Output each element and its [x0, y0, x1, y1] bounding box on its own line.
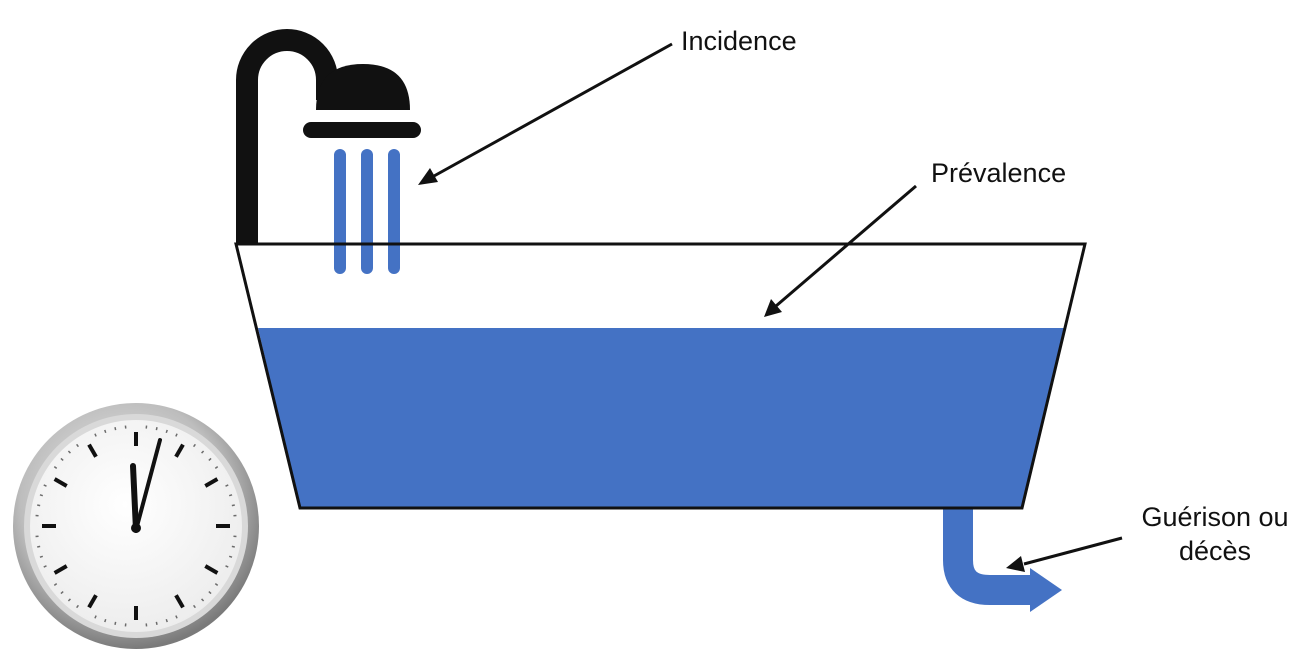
clock-minute-tick [114, 427, 117, 431]
clock-minute-tick [231, 545, 235, 548]
clock-hour-tick [174, 443, 185, 458]
tub-outline [234, 242, 1087, 510]
clock-minute-tick [53, 582, 58, 586]
clock-minute-tick [76, 443, 80, 448]
drain-pipe-arrow-icon [943, 505, 1062, 612]
clock-minute-tick [60, 457, 64, 461]
clock-minute-tick [37, 504, 41, 507]
clock-minute-tick [94, 433, 97, 437]
clock-center [131, 523, 141, 533]
bathtub [234, 242, 1087, 510]
clock-minute-tick [67, 598, 71, 602]
clock-minute-tick [214, 582, 219, 586]
clock-minute-tick [39, 555, 44, 558]
clock-minute-tick [192, 604, 196, 609]
clock-minute-tick [192, 443, 196, 448]
clock-minute-tick [175, 615, 178, 619]
clock-minute-tick [104, 429, 107, 434]
outflow-label-line1: Guérison ou [1141, 502, 1289, 532]
clock-minute-tick [228, 555, 233, 558]
clock-minute-tick [155, 427, 158, 431]
clock-icon [13, 403, 259, 649]
shower-head [316, 64, 410, 110]
clock-hour-tick [87, 443, 98, 458]
outflow-label: Guérison ou décès [1120, 500, 1310, 568]
clock-minute-tick [208, 591, 212, 595]
clock-minute-tick [225, 484, 229, 487]
incidence-label: Incidence [681, 26, 797, 56]
clock-hour-tick [174, 594, 185, 609]
incidence-arrowhead [418, 168, 438, 185]
clock-minute-tick [175, 433, 178, 437]
prevalence-arrow-line [775, 184, 917, 308]
clock-minute-tick [225, 565, 229, 568]
clock-minute-tick [53, 466, 58, 470]
outflow-arrow-line [1023, 536, 1123, 566]
clock-minute-tick [104, 618, 107, 623]
clock-minute-tick [37, 545, 41, 548]
drain-arrowhead [1030, 568, 1062, 612]
clock-minute-tick [43, 484, 47, 487]
clock-hour-tick [204, 477, 219, 488]
clock-minute-tick [43, 565, 47, 568]
clock-minute-tick [165, 618, 168, 623]
drain-pipe [943, 505, 1038, 605]
clock-minute-tick [165, 429, 168, 434]
tub-water [258, 328, 1064, 508]
clock-minute-tick [76, 604, 80, 609]
clock-hour-marks [35, 425, 237, 627]
clock-minute-tick [228, 494, 233, 497]
clock-hour-tick [87, 594, 98, 609]
clock-minute-tick [67, 450, 71, 454]
clock-hour-tick [53, 477, 68, 488]
clock-minute-tick [60, 591, 64, 595]
shower-head-icon [236, 29, 421, 244]
clock-minute-tick [231, 504, 235, 507]
prevalence-label: Prévalence [931, 158, 1067, 188]
clock-minute-tick [208, 457, 212, 461]
clock-minute-tick [155, 621, 158, 625]
annotation-arrows [418, 42, 1123, 572]
clock-minute-tick [94, 615, 97, 619]
clock-minute-hand [134, 438, 162, 532]
prevalence-arrowhead [764, 299, 782, 317]
clock-hour-hand [130, 463, 139, 533]
incidence-arrow-line [433, 42, 673, 178]
clock-hour-tick [204, 564, 219, 575]
outflow-label-line2: décès [1178, 536, 1252, 566]
clock-minute-tick [39, 494, 44, 497]
water-streams [334, 149, 400, 274]
clock-minute-tick [201, 598, 205, 602]
clock-minute-tick [201, 450, 205, 454]
clock-hour-tick [53, 564, 68, 575]
faucet-pipe [236, 29, 338, 244]
clock-minute-tick [114, 621, 117, 625]
outflow-arrowhead [1006, 556, 1025, 572]
shower-plate [303, 122, 421, 138]
clock-minute-tick [214, 466, 219, 470]
